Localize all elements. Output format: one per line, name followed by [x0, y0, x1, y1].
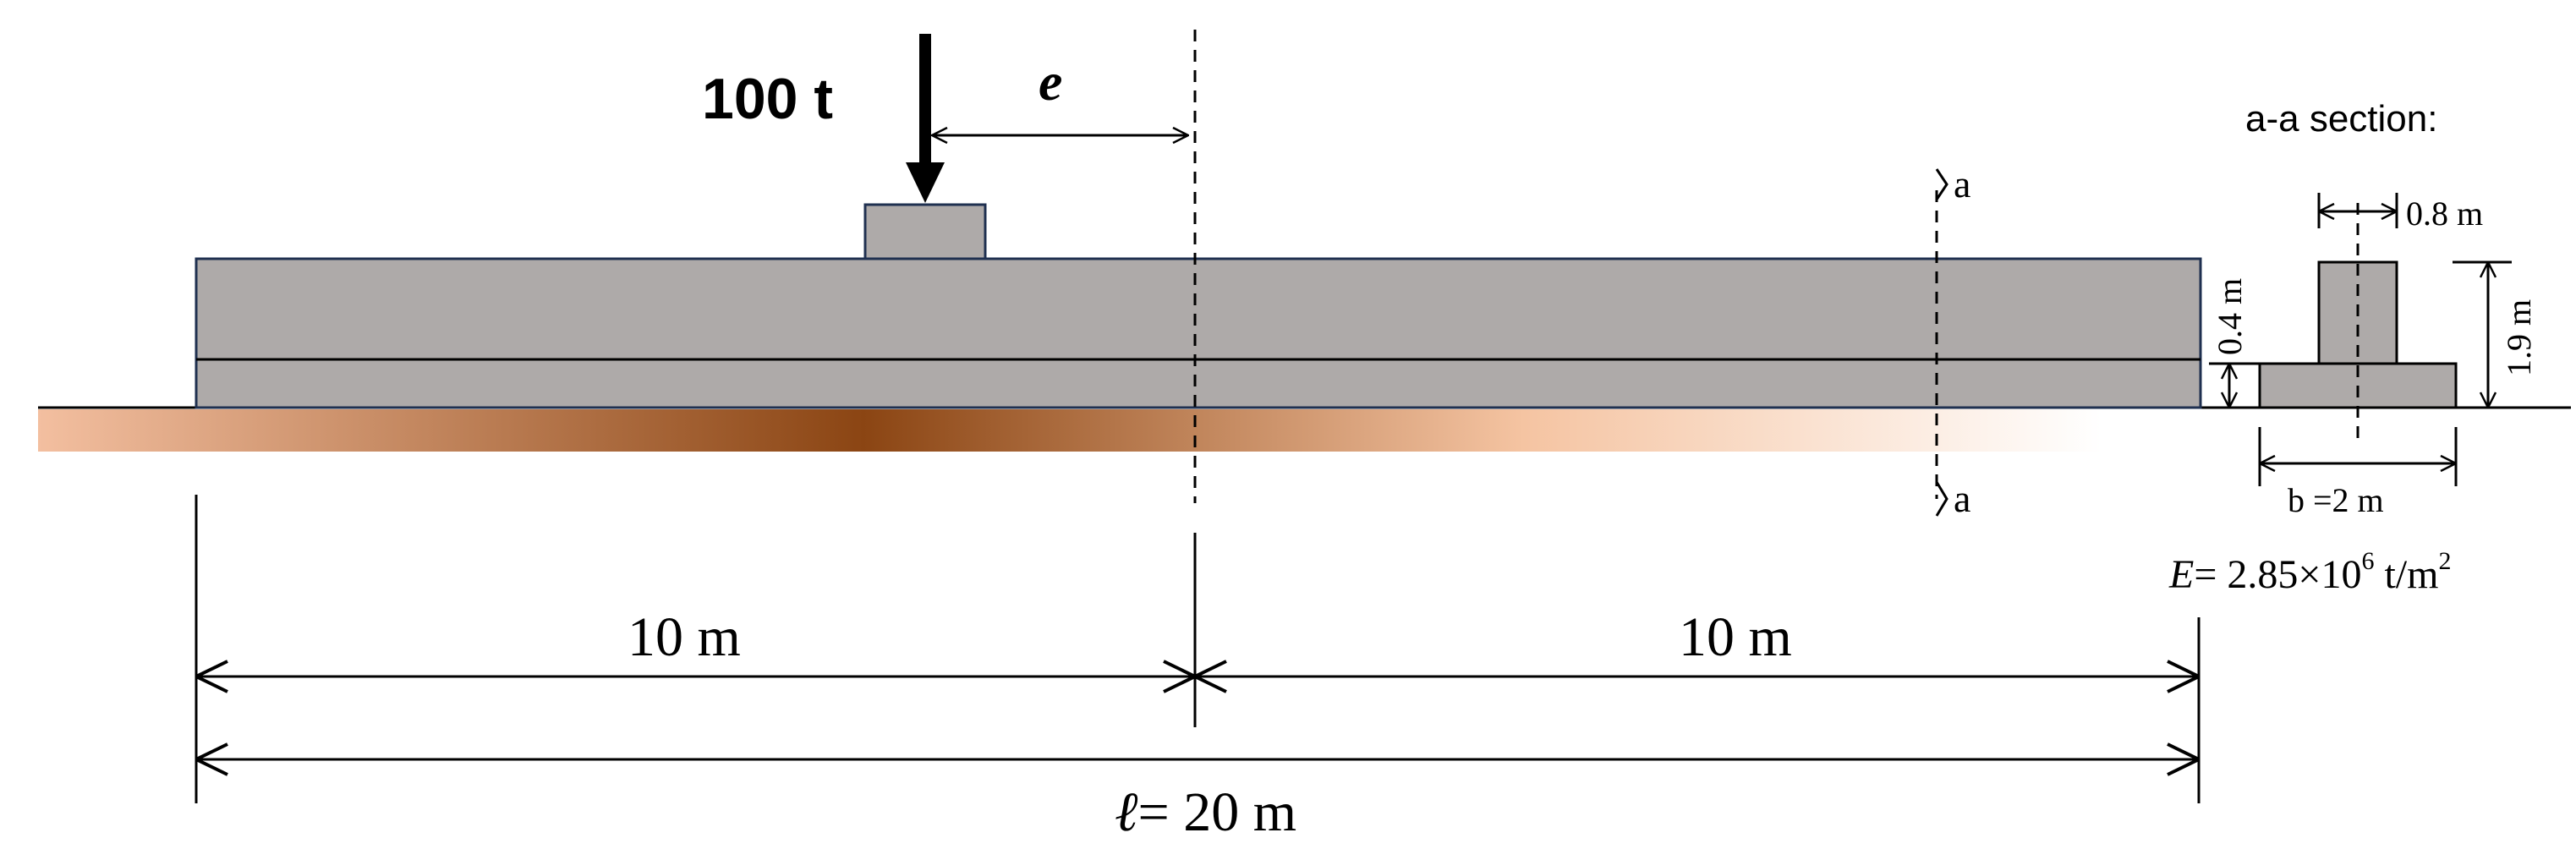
- soil-band: [38, 409, 2102, 452]
- load-arrow-head: [906, 162, 945, 203]
- section-cut-top-mark: [1935, 168, 1948, 201]
- section-flange-width-label: b =2 m: [2288, 481, 2384, 519]
- section-stem-width-label: 0.8 m: [2406, 194, 2483, 233]
- modulus-unit-exponent: 2: [2438, 547, 2451, 575]
- length-value: = 20 m: [1138, 781, 1297, 843]
- load-label: 100 t: [702, 67, 833, 131]
- beam-flange: [195, 358, 2202, 409]
- section-flange-thickness-label: 0.4 m: [2211, 278, 2249, 355]
- dim-total-label: ℓ= 20 m: [1115, 781, 1296, 843]
- load-pad: [863, 203, 987, 260]
- section-title: a-a section:: [2245, 98, 2437, 140]
- section-cut-bottom-mark: [1935, 481, 1948, 517]
- length-symbol: ℓ: [1115, 781, 1138, 843]
- modulus-symbol: E: [2168, 552, 2194, 597]
- section-mark-top: a: [1954, 162, 1970, 205]
- modulus-exponent: 6: [2361, 547, 2374, 575]
- section-mark-bottom: a: [1954, 477, 1970, 520]
- modulus-label: E= 2.85×106 t/m2: [2168, 547, 2451, 597]
- modulus-value: = 2.85×10: [2194, 552, 2361, 597]
- eccentricity-label: e: [1039, 52, 1062, 112]
- section-height-label: 1.9 m: [2500, 299, 2538, 376]
- dim-left-half-label: 10 m: [628, 606, 741, 668]
- modulus-unit: t/m: [2374, 552, 2438, 597]
- dim-right-half-label: 10 m: [1679, 606, 1792, 668]
- beam-stem: [195, 257, 2202, 361]
